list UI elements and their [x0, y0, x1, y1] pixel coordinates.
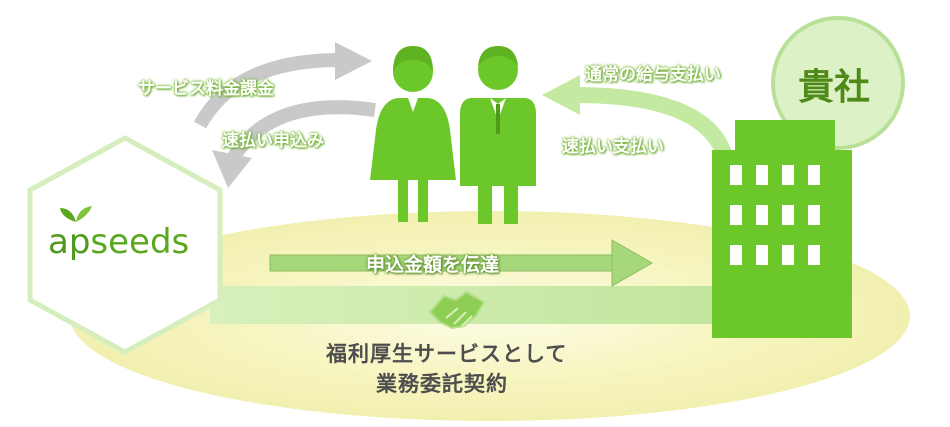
handshake-icon	[428, 290, 486, 330]
company-label: 貴社	[798, 67, 871, 108]
seedling-icon	[60, 206, 92, 222]
normal-salary-arrow	[542, 75, 736, 176]
apseeds-logo: apseeds	[48, 222, 189, 262]
female-person-icon	[370, 46, 456, 222]
contract-line1: 福利厚生サービスとして	[326, 342, 568, 366]
logo-ap: ap	[48, 222, 91, 262]
apseeds-hexagon	[27, 135, 223, 355]
amount-transmit-arrow	[269, 239, 654, 287]
contract-belt	[210, 286, 770, 324]
amount-transmit-label: 申込金額を伝達	[366, 254, 500, 276]
male-person-icon	[460, 46, 536, 224]
logo-seeds: seeds	[90, 222, 190, 262]
early-payment-label: 速払い支払い	[562, 137, 664, 157]
service-fee-label: サービス料金課金	[138, 79, 274, 99]
normal-salary-label: 通常の給与支払い	[585, 65, 721, 85]
office-building-icon	[712, 120, 852, 338]
contract-line2: 業務委託契約	[376, 372, 508, 396]
early-apply-label: 速払い申込み	[222, 131, 324, 151]
service-fee-arrow	[193, 42, 372, 129]
company-circle	[771, 16, 905, 150]
early-apply-arrow	[212, 100, 376, 188]
